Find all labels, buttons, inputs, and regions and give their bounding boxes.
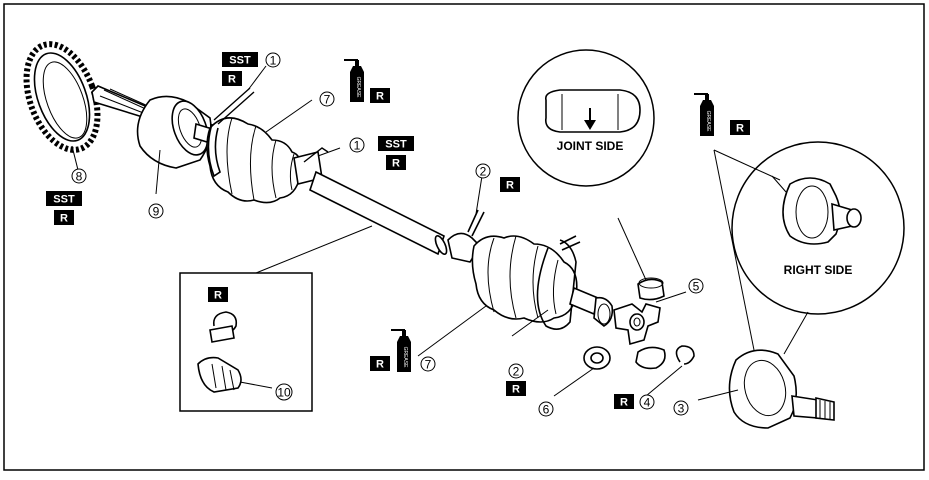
part-number-3: 3 <box>673 400 689 416</box>
r-badge-text: R <box>620 397 628 409</box>
grease-tube-icon: GREASE <box>344 59 364 102</box>
grease-tube-icon: GREASE <box>391 329 411 372</box>
r-badge: R <box>386 155 406 170</box>
part-number-7: 7 <box>319 91 335 107</box>
svg-text:1: 1 <box>270 54 277 68</box>
r-badge: R <box>614 394 634 409</box>
drive-shaft <box>309 170 448 256</box>
grease-tube-icon: GREASE <box>694 93 714 136</box>
part-number-1: 1 <box>265 52 281 68</box>
svg-text:2: 2 <box>513 365 520 379</box>
right-side-detail: RIGHT SIDE <box>731 141 905 315</box>
sst-badge: SST <box>222 52 258 67</box>
snap-ring-part <box>583 346 611 370</box>
r-badge-text: R <box>376 91 384 103</box>
grease-tube-text: GREASE <box>355 77 361 99</box>
part-number-9: 9 <box>148 203 164 219</box>
r-badge-text: R <box>228 74 236 86</box>
abs-sensor-rotor <box>23 41 101 153</box>
sst-badge-text: SST <box>229 55 251 67</box>
svg-text:8: 8 <box>76 170 83 184</box>
r-badge: R <box>370 356 390 371</box>
joint-side-caption: JOINT SIDE <box>557 139 624 153</box>
outer-joint-assembly <box>91 85 223 169</box>
arrow-down-icon <box>584 108 596 130</box>
r-badge-text: R <box>392 158 400 170</box>
r-badge-text: R <box>736 123 744 135</box>
r-badge-text: R <box>506 180 514 192</box>
part-number-7: 7 <box>420 356 436 372</box>
outer-boot <box>206 87 329 204</box>
r-badge: R <box>222 71 242 86</box>
r-badge-text: R <box>512 384 520 396</box>
svg-text:6: 6 <box>543 403 550 417</box>
right-side-caption: RIGHT SIDE <box>784 263 853 277</box>
svg-text:3: 3 <box>678 402 685 416</box>
r-badge-text: R <box>60 213 68 225</box>
sst-badge-text: SST <box>53 194 75 206</box>
r-badge: R <box>208 287 228 302</box>
part-number-6: 6 <box>538 401 554 417</box>
part-number-4: 4 <box>639 394 655 410</box>
r-badge: R <box>54 210 74 225</box>
part-number-5: 5 <box>688 278 704 294</box>
svg-text:2: 2 <box>480 165 487 179</box>
r-badge: R <box>506 381 526 396</box>
r-badge-text: R <box>376 359 384 371</box>
inner-joint-housing <box>728 349 835 429</box>
svg-text:4: 4 <box>644 396 651 410</box>
svg-text:1: 1 <box>354 139 361 153</box>
tripod-joint <box>613 217 665 346</box>
part-number-2: 2 <box>475 163 491 179</box>
retaining-ring-part <box>635 345 695 370</box>
grease-tube-text: GREASE <box>402 347 408 369</box>
sst-badge: SST <box>378 136 414 151</box>
diagram-frame <box>3 3 925 471</box>
svg-text:10: 10 <box>277 386 291 400</box>
r-badge: R <box>500 177 520 192</box>
part-number-2: 2 <box>508 363 524 379</box>
sst-badge: SST <box>46 191 82 206</box>
grease-tube-text: GREASE <box>705 111 711 133</box>
part-number-1: 1 <box>349 137 365 153</box>
part-number-10: 10 <box>275 383 293 401</box>
svg-text:5: 5 <box>693 280 700 294</box>
r-badge: R <box>370 88 390 103</box>
svg-text:7: 7 <box>425 358 432 372</box>
sst-badge-text: SST <box>385 139 407 151</box>
r-badge-text: R <box>214 290 222 302</box>
r-badge: R <box>730 120 750 135</box>
svg-text:9: 9 <box>153 205 160 219</box>
svg-text:7: 7 <box>324 93 331 107</box>
joint-side-detail: JOINT SIDE <box>517 49 655 187</box>
leader-lines <box>71 65 739 401</box>
part-number-8: 8 <box>71 168 87 184</box>
inner-boot <box>447 209 614 330</box>
